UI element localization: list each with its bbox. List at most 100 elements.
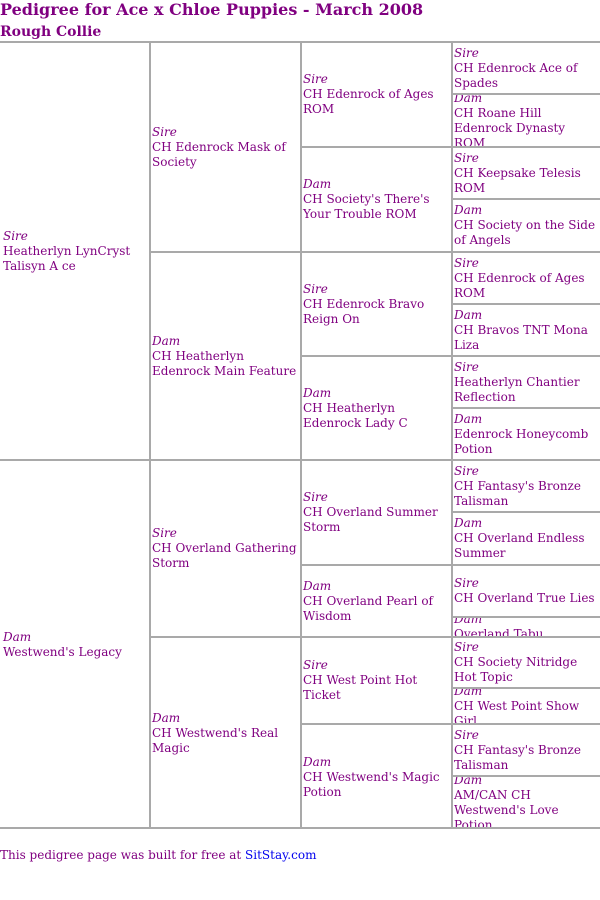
dog-name: CH Edenrock Mask of Society xyxy=(152,139,286,169)
row-divider xyxy=(451,407,600,409)
parent-role-label: Sire xyxy=(152,124,177,139)
parent-role-label: Dam xyxy=(454,516,483,530)
parent-role-label: Dam xyxy=(3,630,32,644)
row-divider xyxy=(300,459,600,461)
row-divider xyxy=(300,355,600,357)
parent-role-label: Sire xyxy=(454,150,479,165)
column-divider xyxy=(300,41,302,829)
dog-name: AM/CAN CH Westwend's Love Potion xyxy=(454,788,559,829)
parent-role-label: Sire xyxy=(303,72,328,86)
dog-name: Overland Tabu xyxy=(454,627,544,636)
dog-name: CH Heatherlyn Edenrock Lady C xyxy=(303,400,408,430)
parent-role-label: Sire xyxy=(303,490,328,504)
row-divider xyxy=(451,511,600,513)
parent-role-label: Sire xyxy=(454,727,479,742)
dog-name: CH Heatherlyn Edenrock Main Feature xyxy=(152,348,297,378)
parent-role-label: Sire xyxy=(454,359,479,374)
parent-role-label: Dam xyxy=(152,711,181,725)
parent-role-label: Dam xyxy=(454,203,483,217)
page-title: Pedigree for Ace x Chloe Puppies - March… xyxy=(0,0,424,19)
dog-name: CH West Point Show Girl xyxy=(454,698,580,724)
dog-name: CH West Point Hot Ticket xyxy=(303,673,418,702)
parent-role-label: Dam xyxy=(303,385,332,400)
dog-name: CH Fantasy's Bronze Talisman xyxy=(454,478,581,508)
dog-name: CH Overland Gathering Storm xyxy=(152,541,297,570)
parent-role-label: Dam xyxy=(454,618,483,626)
dog-name: CH Keepsake Telesis ROM xyxy=(454,165,581,195)
parent-role-label: Sire xyxy=(3,228,28,243)
table-bottom-border xyxy=(0,827,600,829)
parent-role-label: Sire xyxy=(303,658,328,672)
dog-name: Edenrock Honeycomb Potion xyxy=(454,426,589,456)
dog-name: Heatherlyn LynCryst Talisyn A ce xyxy=(3,243,131,273)
column-divider xyxy=(149,41,151,829)
parent-role-label: Dam xyxy=(454,777,483,787)
dog-name: Westwend's Legacy xyxy=(3,645,122,659)
dog-name: CH Edenrock Ace of Spades xyxy=(454,60,578,90)
row-divider xyxy=(451,564,600,566)
row-divider xyxy=(300,146,600,148)
row-divider xyxy=(451,355,600,357)
row-divider xyxy=(451,198,600,200)
parent-role-label: Dam xyxy=(303,177,332,191)
row-divider xyxy=(451,723,600,725)
parent-role-label: Sire xyxy=(454,255,479,270)
parent-role-label: Dam xyxy=(454,307,483,322)
dog-name: CH Overland Summer Storm xyxy=(303,505,438,534)
sitstay-link[interactable]: SitStay.com xyxy=(245,848,317,862)
parent-role-label: Dam xyxy=(454,411,483,426)
row-divider xyxy=(300,564,600,566)
parent-role-label: Sire xyxy=(152,526,177,540)
dog-name: CH Overland True Lies xyxy=(454,591,595,605)
parent-role-label: Dam xyxy=(152,333,181,348)
row-divider xyxy=(451,636,600,638)
parent-role-label: Sire xyxy=(454,45,479,60)
row-divider xyxy=(300,41,600,43)
dog-name: CH Society's There's Your Trouble ROM xyxy=(303,192,430,221)
dog-name: CH Edenrock of Ages ROM xyxy=(303,87,434,116)
parent-role-label: Dam xyxy=(303,578,332,593)
row-divider xyxy=(451,93,600,95)
footer-text: This pedigree page was built for free at xyxy=(0,848,246,862)
row-divider xyxy=(451,616,600,618)
dog-name: CH Westwend's Magic Potion xyxy=(303,769,440,799)
dog-name: CH Westwend's Real Magic xyxy=(152,726,279,755)
dog-name: CH Roane Hill Edenrock Dynasty ROM xyxy=(454,105,566,147)
row-divider xyxy=(300,251,600,253)
dog-name: CH Overland Endless Summer xyxy=(454,531,585,560)
parent-role-label: Sire xyxy=(303,281,328,296)
dog-name: CH Edenrock Bravo Reign On xyxy=(303,296,425,326)
row-divider xyxy=(451,41,600,43)
dog-name: CH Fantasy's Bronze Talisman xyxy=(454,742,581,772)
breed-subtitle: Rough Collie xyxy=(0,24,102,40)
row-divider xyxy=(451,251,600,253)
column-divider xyxy=(451,41,453,829)
